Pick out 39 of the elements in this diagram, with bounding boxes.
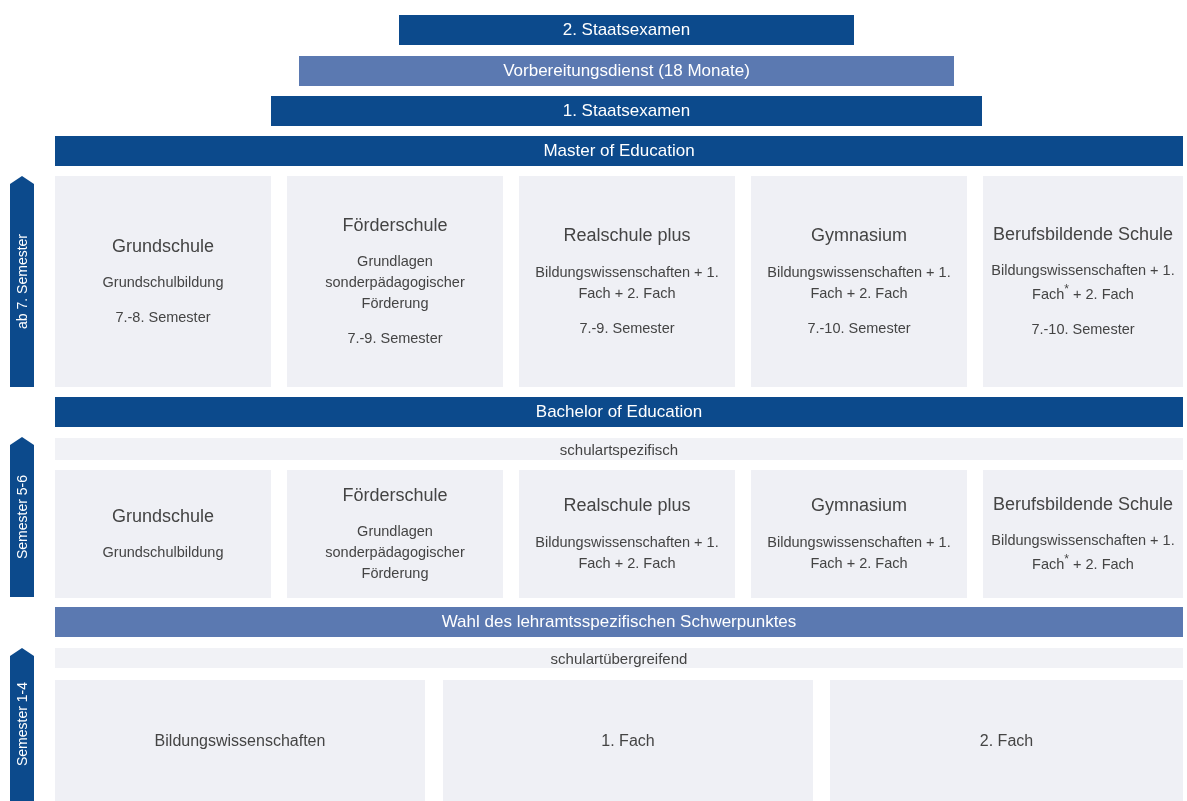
degree-bar: Bachelor of Education bbox=[55, 397, 1183, 427]
card-text: Grundschulbildung bbox=[102, 273, 224, 293]
semester-label: ab 7. Semester bbox=[14, 234, 30, 329]
card-title: Realschule plus bbox=[563, 224, 691, 248]
card-text: Bildungswissenschaften + 1. Fach + 2. Fach bbox=[534, 262, 720, 303]
semester-label: Semester 1-4 bbox=[14, 682, 30, 767]
card-title: Berufsbildende Schule bbox=[992, 222, 1174, 246]
stage-bar: 2. Staatsexamen bbox=[399, 15, 854, 45]
semester-text: 7.-9. Semester bbox=[579, 318, 675, 338]
card-title: Förderschule bbox=[342, 483, 448, 507]
card-title: Grundschule bbox=[111, 234, 215, 258]
subject-label: Bildungswissenschaften bbox=[154, 730, 326, 751]
band-label: schulartübergreifend bbox=[55, 648, 1183, 668]
card-title: Gymnasium bbox=[811, 494, 907, 518]
focus-bar: Wahl des lehramtsspezifischen Schwerpunktes bbox=[55, 607, 1183, 637]
card-title: Realschule plus bbox=[563, 494, 691, 518]
band-label: schulartspezifisch bbox=[55, 438, 1183, 460]
card-title: Berufsbildende Schule bbox=[992, 492, 1174, 516]
subject-label: 1. Fach bbox=[601, 730, 655, 751]
card-text: Bildungswissenschaften + 1. Fach + 2. Fach bbox=[534, 532, 720, 573]
stage-bar: 1. Staatsexamen bbox=[271, 96, 982, 126]
degree-bar: Master of Education bbox=[55, 136, 1183, 166]
semester-text: 7.-10. Semester bbox=[807, 318, 911, 338]
semester-text: 7.-8. Semester bbox=[115, 308, 211, 328]
subject-label: 2. Fach bbox=[979, 730, 1034, 751]
card-text: Grundschulbildung bbox=[102, 543, 224, 563]
card-text: Bildungswissenschaften + 1. Fach$^{*}$ + 2. Fach bbox=[991, 261, 1175, 305]
card-text: Grundlagen sonderpädagogischer Förderung bbox=[324, 252, 466, 314]
card-title: Grundschule bbox=[111, 504, 215, 528]
card-text: Bildungswissenschaften + 1. Fach$^{*}$ + 2. Fach bbox=[991, 531, 1175, 575]
semester-text: 7.-10. Semester bbox=[1031, 320, 1135, 340]
card-text: Bildungswissenschaften + 1. Fach + 2. Fach bbox=[766, 262, 952, 303]
card-title: Gymnasium bbox=[811, 224, 907, 248]
stage-bar: Vorbereitungsdienst (18 Monate) bbox=[299, 56, 954, 86]
card-title: Förderschule bbox=[342, 213, 448, 237]
card-text: Bildungswissenschaften + 1. Fach + 2. Fach bbox=[766, 532, 952, 573]
card-text: Grundlagen sonderpädagogischer Förderung bbox=[324, 522, 466, 584]
semester-text: 7.-9. Semester bbox=[347, 329, 443, 349]
semester-label: Semester 5-6 bbox=[14, 474, 30, 559]
